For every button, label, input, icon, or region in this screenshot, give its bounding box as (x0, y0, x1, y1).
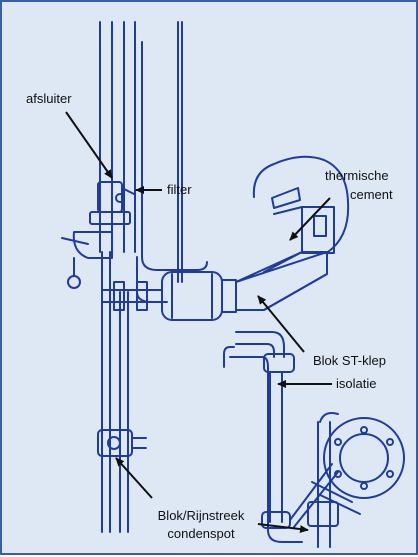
label-blok-st-klep: Blok ST-klep (313, 353, 386, 368)
flange (311, 417, 405, 515)
condensate-pot (97, 429, 147, 457)
main-pipe (99, 21, 136, 533)
pointer-blok-st-klep (257, 295, 305, 353)
label-pointers (65, 111, 332, 534)
wall-lines (177, 21, 183, 283)
pointer-condenspot-right (257, 523, 309, 534)
label-thermische: thermische (325, 168, 389, 183)
valve-afsluiter (61, 181, 135, 289)
pointer-thermische-cement (289, 197, 331, 241)
horizontal-pipe (101, 281, 163, 311)
label-isolatie: isolatie (336, 376, 377, 391)
label-condenspot: condenspot (167, 526, 235, 541)
drain-pipe-right (307, 412, 339, 548)
strainer-filter (161, 271, 237, 321)
isolation-outline (223, 346, 303, 543)
pointer-afsluiter (65, 111, 113, 179)
label-filter: filter (167, 182, 192, 197)
label-cement: cement (350, 187, 393, 202)
steam-trap-block (235, 206, 335, 311)
label-afsluiter: afsluiter (26, 91, 72, 106)
label-blok-rijnstreek: Blok/Rijnstreek (157, 508, 245, 523)
pointer-condenspot-left (115, 457, 153, 499)
thermal-cement-blob (252, 155, 350, 253)
